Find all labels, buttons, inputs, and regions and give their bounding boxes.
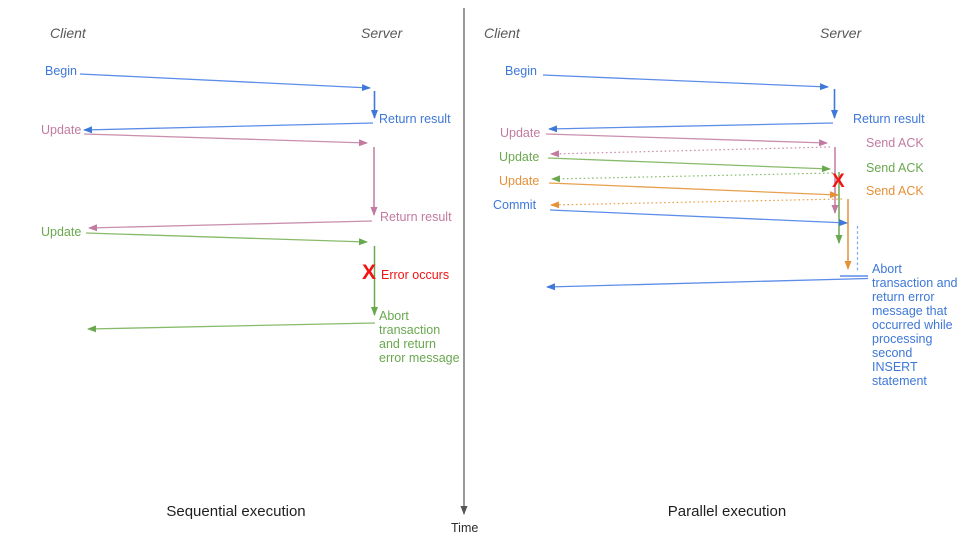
left-abort-return-arrow	[87, 322, 376, 333]
left-return-result-label-2: Return result	[380, 210, 452, 224]
left-begin-label: Begin	[45, 64, 77, 78]
right-commit-request-arrow	[549, 209, 848, 227]
left-return-result-arrow-2	[88, 220, 373, 232]
right-return-result-label: Return result	[853, 112, 925, 126]
left-update1-request-arrow	[83, 133, 368, 147]
right-client-header: Client	[484, 25, 520, 41]
left-update2-label: Update	[41, 225, 82, 239]
right-server-header: Server	[820, 25, 862, 41]
right-abort-return-arrow	[546, 277, 869, 291]
right-update1-request-arrow	[545, 133, 828, 147]
right-ack1-dotted-arrow	[550, 146, 831, 158]
right-begin-request-arrow	[542, 74, 829, 91]
right-update3-request-arrow	[548, 182, 839, 199]
right-update2-label: Update	[499, 150, 540, 164]
left-error-occurs-label: Error occurs	[381, 268, 450, 282]
right-abort-label: Abort transaction and return error messa…	[872, 262, 958, 388]
left-client-header: Client	[50, 25, 86, 41]
right-update1-label: Update	[500, 126, 541, 140]
right-begin-label: Begin	[505, 64, 537, 78]
right-update3-label: Update	[499, 174, 540, 188]
left-return-result-label-1: Return result	[379, 112, 451, 126]
left-update2-request-arrow	[85, 232, 368, 246]
left-error-x-mark: X	[362, 261, 377, 284]
right-update2-request-arrow	[547, 157, 831, 173]
left-return-result-arrow-1	[83, 122, 374, 134]
right-send-ack-label-1: Send ACK	[866, 136, 924, 150]
left-server-header: Server	[361, 25, 403, 41]
right-return-result-arrow	[548, 122, 834, 133]
right-panel-title: Parallel execution	[667, 503, 787, 520]
left-abort-label: Abort transaction and return error messa…	[379, 309, 460, 365]
right-commit-label: Commit	[493, 198, 537, 212]
right-ack2-dotted-arrow	[551, 172, 834, 183]
left-panel-title: Sequential execution	[166, 503, 306, 520]
right-send-ack-label-3: Send ACK	[866, 184, 924, 198]
right-ack3-dotted-arrow	[550, 198, 843, 209]
left-begin-request-arrow	[79, 73, 371, 92]
left-update1-label: Update	[41, 123, 82, 137]
right-send-ack-label-2: Send ACK	[866, 161, 924, 175]
right-error-x-mark: X	[832, 171, 845, 192]
time-axis-label: Time	[451, 521, 479, 535]
